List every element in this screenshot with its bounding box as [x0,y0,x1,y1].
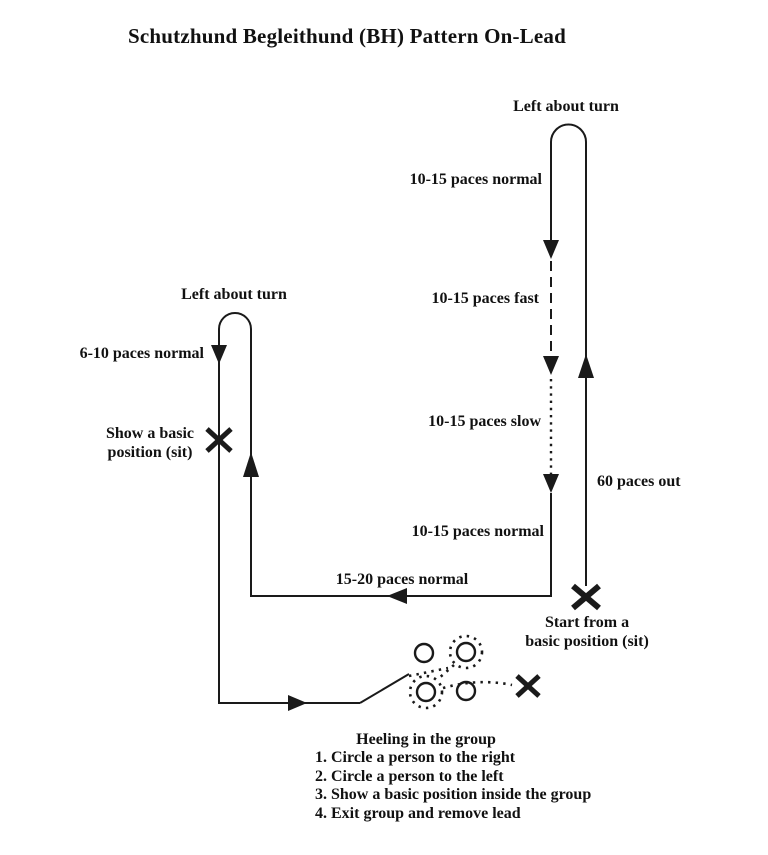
label-left-about-turn-left: Left about turn [181,286,287,303]
label-15-20-paces: 15-20 paces normal [335,571,469,588]
label-show-basic-line1: Show a basic [105,425,195,442]
circle-right-dotted-path [448,634,484,670]
label-start-line2: basic position (sit) [525,633,649,650]
group-person-icon [455,641,477,663]
group-rule-2: 2. Circle a person to the left [315,768,504,785]
group-person-icon [415,681,437,703]
group-person-icon [413,642,435,664]
show-basic-x-mark [205,427,233,453]
arrow-down-icon [211,345,227,364]
start-x-mark [571,583,601,611]
arrow-down-icon [543,474,559,493]
label-show-basic-position: Show a basic position (sit) [70,424,230,462]
segment-diagonal-to-group [359,673,410,704]
label-6-10-paces: 6-10 paces normal [79,345,204,362]
label-60-paces-out: 60 paces out [597,473,681,490]
label-paces-slow: 10-15 paces slow [428,413,541,430]
left-about-turn-loop [218,312,252,330]
label-heeling-heading: Heeling in the group [356,731,496,748]
arrow-down-icon [543,240,559,259]
arrow-right-icon [288,695,307,711]
label-left-about-turn-right: Left about turn [513,98,619,115]
arrow-left-icon [387,588,407,604]
page-title: Schutzhund Begleithund (BH) Pattern On-L… [128,24,566,48]
label-paces-fast: 10-15 paces fast [431,290,539,307]
group-rule-1: 1. Circle a person to the right [315,749,516,766]
label-show-basic-line2: position (sit) [107,444,193,461]
circle-left-dotted-path [408,674,444,710]
right-about-turn-loop [550,123,587,143]
arrow-up-icon [243,452,259,477]
group-rule-3: 3. Show a basic position inside the grou… [315,786,592,803]
dotted-exit-path [442,680,513,690]
label-start-line1: Start from a [544,614,630,631]
group-rule-4: 4. Exit group and remove lead [315,805,521,822]
label-paces-normal-top: 10-15 paces normal [409,171,542,188]
exit-x-mark [515,674,541,698]
label-start-position: Start from a basic position (sit) [497,613,677,651]
arrow-down-icon [543,356,559,375]
arrow-up-icon [578,354,594,378]
label-paces-normal-bottom: 10-15 paces normal [411,523,544,540]
